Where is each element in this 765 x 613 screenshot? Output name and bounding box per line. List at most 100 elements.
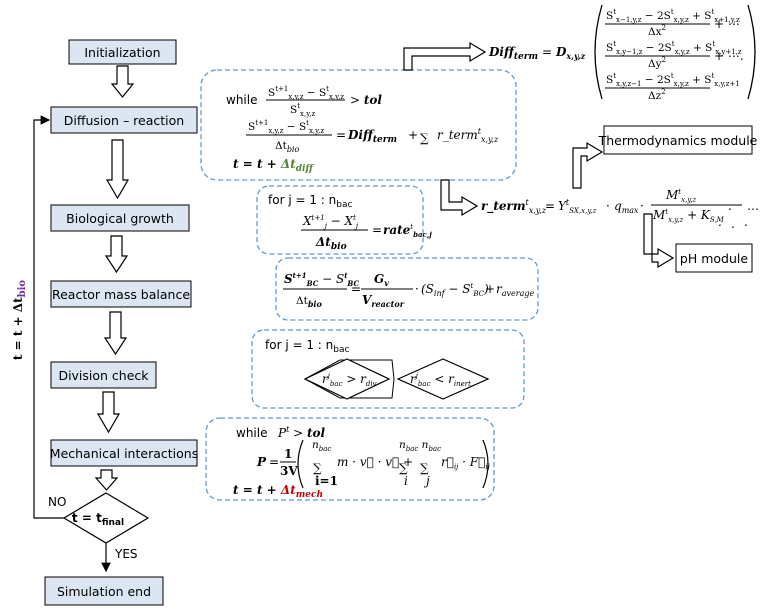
panel-mechanics: while Pt > tol P = 1 3V nbac ∑ i=1 m · v… xyxy=(205,417,495,501)
hollow-arrow-4 xyxy=(103,311,128,356)
svg-text:Diffterm: Diffterm xyxy=(347,128,397,145)
svg-text:t = t + Δtbio: t = t + Δtbio xyxy=(11,280,28,361)
svg-text:qmax: qmax xyxy=(614,199,639,215)
svg-text:Mechanical interactions: Mechanical interactions xyxy=(50,446,198,461)
hollow-arrow-1 xyxy=(110,65,135,98)
svg-text:r_termtx,y,z: r_termtx,y,z xyxy=(437,127,499,144)
svg-text:Δtbio: Δtbio xyxy=(315,235,347,252)
node-thermodynamics-module: Thermodynamics module xyxy=(598,125,758,155)
svg-text:+: + xyxy=(408,128,418,142)
svg-text:·: · xyxy=(415,282,419,296)
svg-text:Initialization: Initialization xyxy=(84,45,160,60)
svg-text:Mtx,y,z: Mtx,y,z xyxy=(665,188,697,204)
hollow-arrow-6 xyxy=(94,469,119,491)
svg-text:for j = 1 : nbac: for j = 1 : nbac xyxy=(265,338,349,355)
hollow-arrow-2 xyxy=(105,139,130,200)
svg-text:P: P xyxy=(256,455,267,469)
svg-text:Diffterm: Diffterm xyxy=(488,45,538,62)
svg-text:Gv: Gv xyxy=(374,272,389,288)
loop-back-arrow xyxy=(33,115,64,519)
svg-text:j: j xyxy=(423,474,430,488)
svg-text:=: = xyxy=(269,455,279,469)
svg-text:.: . xyxy=(728,199,732,213)
svg-text:pH module: pH module xyxy=(680,251,748,266)
equation-r-term-tail: . xyxy=(731,217,735,231)
svg-text:i: i xyxy=(404,474,408,488)
svg-text:Mtx,y,z + KS,M: Mtx,y,z + KS,M xyxy=(652,208,725,224)
svg-text:3V: 3V xyxy=(280,464,298,478)
svg-text:=: = xyxy=(372,223,382,237)
svg-text:Biological growth: Biological growth xyxy=(66,211,174,226)
label-yes: YES xyxy=(114,547,138,561)
hollow-arrow-rterm xyxy=(440,179,479,217)
svg-text:+ ⋯: + ⋯ xyxy=(714,17,740,31)
svg-text:r_termtx,y,z: r_termtx,y,z xyxy=(481,198,547,215)
node-biological-growth: Biological growth xyxy=(50,204,190,232)
svg-text:t = tfinal: t = tfinal xyxy=(72,511,124,528)
node-division-check: Division check xyxy=(50,361,157,389)
svg-text:i=1: i=1 xyxy=(315,474,338,488)
svg-text:+ ⋯.: + ⋯. xyxy=(714,49,744,63)
svg-text:St+1x,y,z − Stx,y,z: St+1x,y,z − Stx,y,z xyxy=(268,85,344,101)
svg-text:nbac nbac: nbac nbac xyxy=(399,439,441,453)
svg-text:Δz2: Δz2 xyxy=(648,88,666,102)
svg-text:Δtbio: Δtbio xyxy=(296,295,322,309)
svg-text:while: while xyxy=(236,426,267,440)
svg-text:t = t + Δtdiff: t = t + Δtdiff xyxy=(233,157,314,174)
svg-text:∑: ∑ xyxy=(420,461,429,475)
svg-text:∑: ∑ xyxy=(420,131,429,145)
svg-text:Stx,y,z: Stx,y,z xyxy=(290,102,315,118)
svg-text:·: · xyxy=(640,199,644,213)
equation-diff-term: Diffterm = Dx,y,z Stx−1,y,z − 2Stx,y,z +… xyxy=(488,4,756,102)
panel-division: for j = 1 : nbac rjbac > rdiv rjbac < ri… xyxy=(251,329,525,409)
label-no: NO xyxy=(48,495,66,509)
hollow-arrow-3 xyxy=(104,235,129,274)
svg-text:Pt > tol: Pt > tol xyxy=(277,425,326,440)
loop-time-label: t = t + Δtbio xyxy=(11,280,28,361)
svg-text:Reactor mass balance: Reactor mass balance xyxy=(52,287,190,302)
svg-text:nbac: nbac xyxy=(312,439,331,453)
svg-text:m · v⃗ · v⃗ +: m · v⃗ · v⃗ + xyxy=(337,455,413,469)
svg-text:rjbac > rdiv: rjbac > rdiv xyxy=(322,372,377,388)
svg-text:+: + xyxy=(485,282,495,296)
equation-r-term-x: . xyxy=(744,215,748,229)
svg-text:Simulation end: Simulation end xyxy=(57,584,151,599)
svg-text:.: . xyxy=(718,215,722,229)
svg-text:> tol: > tol xyxy=(350,93,382,107)
node-initialization: Initialization xyxy=(68,39,177,65)
svg-text:∑: ∑ xyxy=(313,461,322,475)
svg-text:t = t + Δtmech: t = t + Δtmech xyxy=(233,483,323,500)
svg-text:Dx,y,z: Dx,y,z xyxy=(555,45,586,61)
svg-text:St+1x,y,z − Stx,y,z: St+1x,y,z − Stx,y,z xyxy=(248,119,324,135)
svg-text:St+1BC − StBC: St+1BC − StBC xyxy=(284,271,359,288)
svg-text:=: = xyxy=(336,128,346,142)
hollow-arrow-ph xyxy=(643,213,675,269)
hollow-arrow-5 xyxy=(96,391,121,434)
svg-text:Δx2: Δx2 xyxy=(648,24,666,38)
svg-text:1: 1 xyxy=(284,447,292,461)
hollow-arrow-diffterm xyxy=(403,41,487,71)
svg-text:.: . xyxy=(731,217,735,231)
panel-rate: for j = 1 : nbac Xt+1j − Xtj Δtbio = rat… xyxy=(256,185,432,255)
panel-mass-balance: St+1BC − StBC Δtbio = Gv Vreactor · (Sin… xyxy=(275,257,539,321)
svg-text:Diffusion – reaction: Diffusion – reaction xyxy=(64,113,184,128)
svg-text:=: = xyxy=(351,282,361,296)
svg-text:·: · xyxy=(606,199,610,213)
svg-text:Thermodynamics module: Thermodynamics module xyxy=(598,133,758,148)
svg-text:=: = xyxy=(545,199,555,213)
svg-text:Δtbio: Δtbio xyxy=(275,140,299,154)
svg-text:∑: ∑ xyxy=(399,461,408,475)
svg-text:Stx,y,z−1 − 2Stx,y,z + Stx,y,z: Stx,y,z−1 − 2Stx,y,z + Stx,y,z+1 xyxy=(606,72,740,88)
svg-text:r⃗ij · F⃗ij: r⃗ij · F⃗ij xyxy=(441,455,491,471)
svg-text:Δy2: Δy2 xyxy=(648,56,666,70)
svg-text:Division check: Division check xyxy=(58,368,149,383)
svg-text:Vreactor: Vreactor xyxy=(362,293,405,309)
svg-text:for j = 1 : nbac: for j = 1 : nbac xyxy=(268,193,352,210)
svg-text:while: while xyxy=(226,93,257,107)
svg-text:…: … xyxy=(747,199,759,213)
svg-text:raverage: raverage xyxy=(496,282,534,298)
decision-t-final: t = tfinal xyxy=(62,492,150,544)
svg-text:=: = xyxy=(542,45,552,59)
